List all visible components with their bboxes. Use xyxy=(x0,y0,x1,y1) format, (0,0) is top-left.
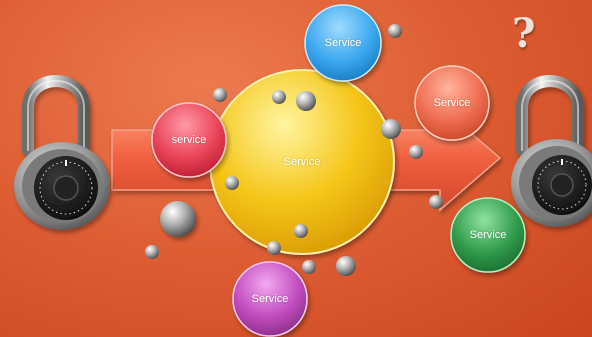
metal-ball xyxy=(272,90,286,104)
metal-ball xyxy=(160,201,196,237)
service-node-purple xyxy=(232,261,308,337)
service-label-salmon: Service xyxy=(433,97,471,109)
metal-ball xyxy=(429,195,443,209)
metal-ball xyxy=(381,119,401,139)
metal-ball xyxy=(294,224,308,238)
service-label-blue: Service xyxy=(324,37,362,49)
service-label-purple: Service xyxy=(251,293,289,305)
service-node-blue xyxy=(304,4,382,82)
center-service-label: Service xyxy=(283,156,321,168)
metal-ball xyxy=(145,245,159,259)
metal-ball xyxy=(409,145,423,159)
left-padlock-icon xyxy=(14,75,110,230)
right-padlock-icon xyxy=(511,75,592,227)
metal-ball xyxy=(302,260,316,274)
service-node-red xyxy=(151,102,227,178)
service-label-green: Service xyxy=(469,229,507,241)
metal-ball xyxy=(213,88,227,102)
question-mark-icon: ? xyxy=(512,10,536,57)
service-node-green xyxy=(450,197,526,273)
service-label-red: service xyxy=(171,134,207,146)
metal-ball xyxy=(336,256,356,276)
metal-ball xyxy=(225,176,239,190)
service-node-salmon xyxy=(414,65,490,141)
metal-ball xyxy=(267,241,281,255)
metal-balls xyxy=(145,24,443,276)
metal-ball xyxy=(296,91,316,111)
metal-ball xyxy=(388,24,402,38)
